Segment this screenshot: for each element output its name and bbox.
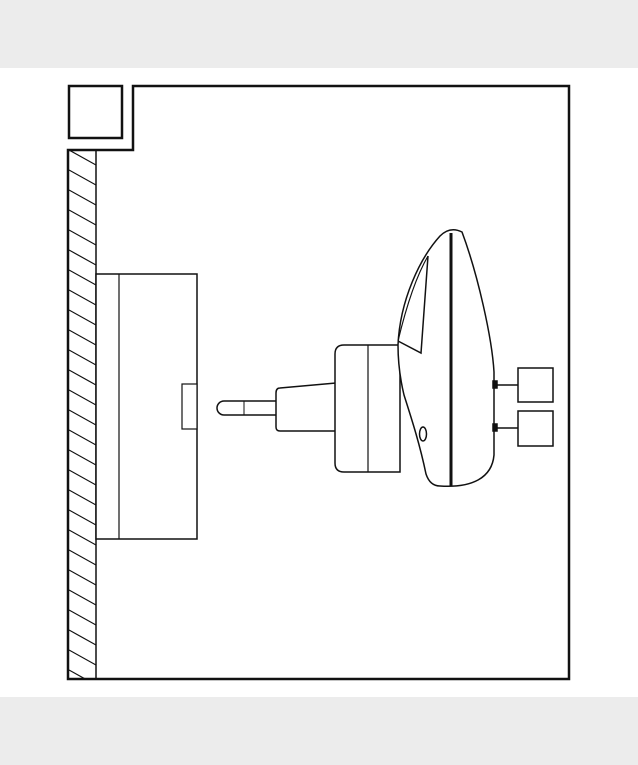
hatch-line [69, 629, 96, 646]
device-bevel [397, 255, 429, 355]
figure-frame [66, 84, 571, 681]
hatch-line [69, 309, 96, 326]
callout-leaders [492, 380, 518, 432]
plug-collar [275, 382, 337, 432]
device-shell [397, 229, 495, 487]
hatch-line [69, 169, 96, 186]
hatch-line [69, 269, 96, 286]
hatch-line [69, 429, 96, 446]
socket-opening [181, 383, 198, 430]
callout-label-1 [518, 368, 553, 402]
hatch-line [69, 569, 96, 586]
hatch-line [69, 189, 96, 206]
step-label-box [67, 84, 124, 140]
callout-box-2 [517, 410, 554, 447]
hatch-line [69, 549, 96, 566]
hatch-line [69, 389, 96, 406]
hatch-line [69, 489, 96, 506]
plug-in-device-icon [216, 229, 495, 487]
step-label [69, 86, 122, 138]
hatch-line [69, 449, 96, 466]
hatch-line [69, 529, 96, 546]
callout-label-2 [518, 411, 553, 446]
top-margin-band [0, 0, 638, 68]
hatch-line [69, 369, 96, 386]
hatch-line [69, 409, 96, 426]
hatch-line [69, 209, 96, 226]
hatch-line [69, 649, 96, 666]
hatch-line [69, 249, 96, 266]
hatch-line [69, 609, 96, 626]
wall-hatch-icon [69, 151, 97, 705]
callout-box-1 [517, 367, 554, 403]
hatch-line [69, 349, 96, 366]
wall-socket-icon [95, 273, 198, 540]
hatch-line [69, 669, 85, 678]
hatch-line [69, 329, 96, 346]
antenna-icon [216, 400, 281, 416]
bottom-margin-band [0, 697, 638, 765]
hatch-line [69, 289, 96, 306]
hatch-line [69, 151, 96, 166]
hatch-line [69, 690, 96, 705]
hatch-line [69, 469, 96, 486]
hatch-line [69, 229, 96, 246]
hatch-line [69, 589, 96, 606]
hatch-line [69, 509, 96, 526]
led-indicator-icon [418, 426, 428, 442]
